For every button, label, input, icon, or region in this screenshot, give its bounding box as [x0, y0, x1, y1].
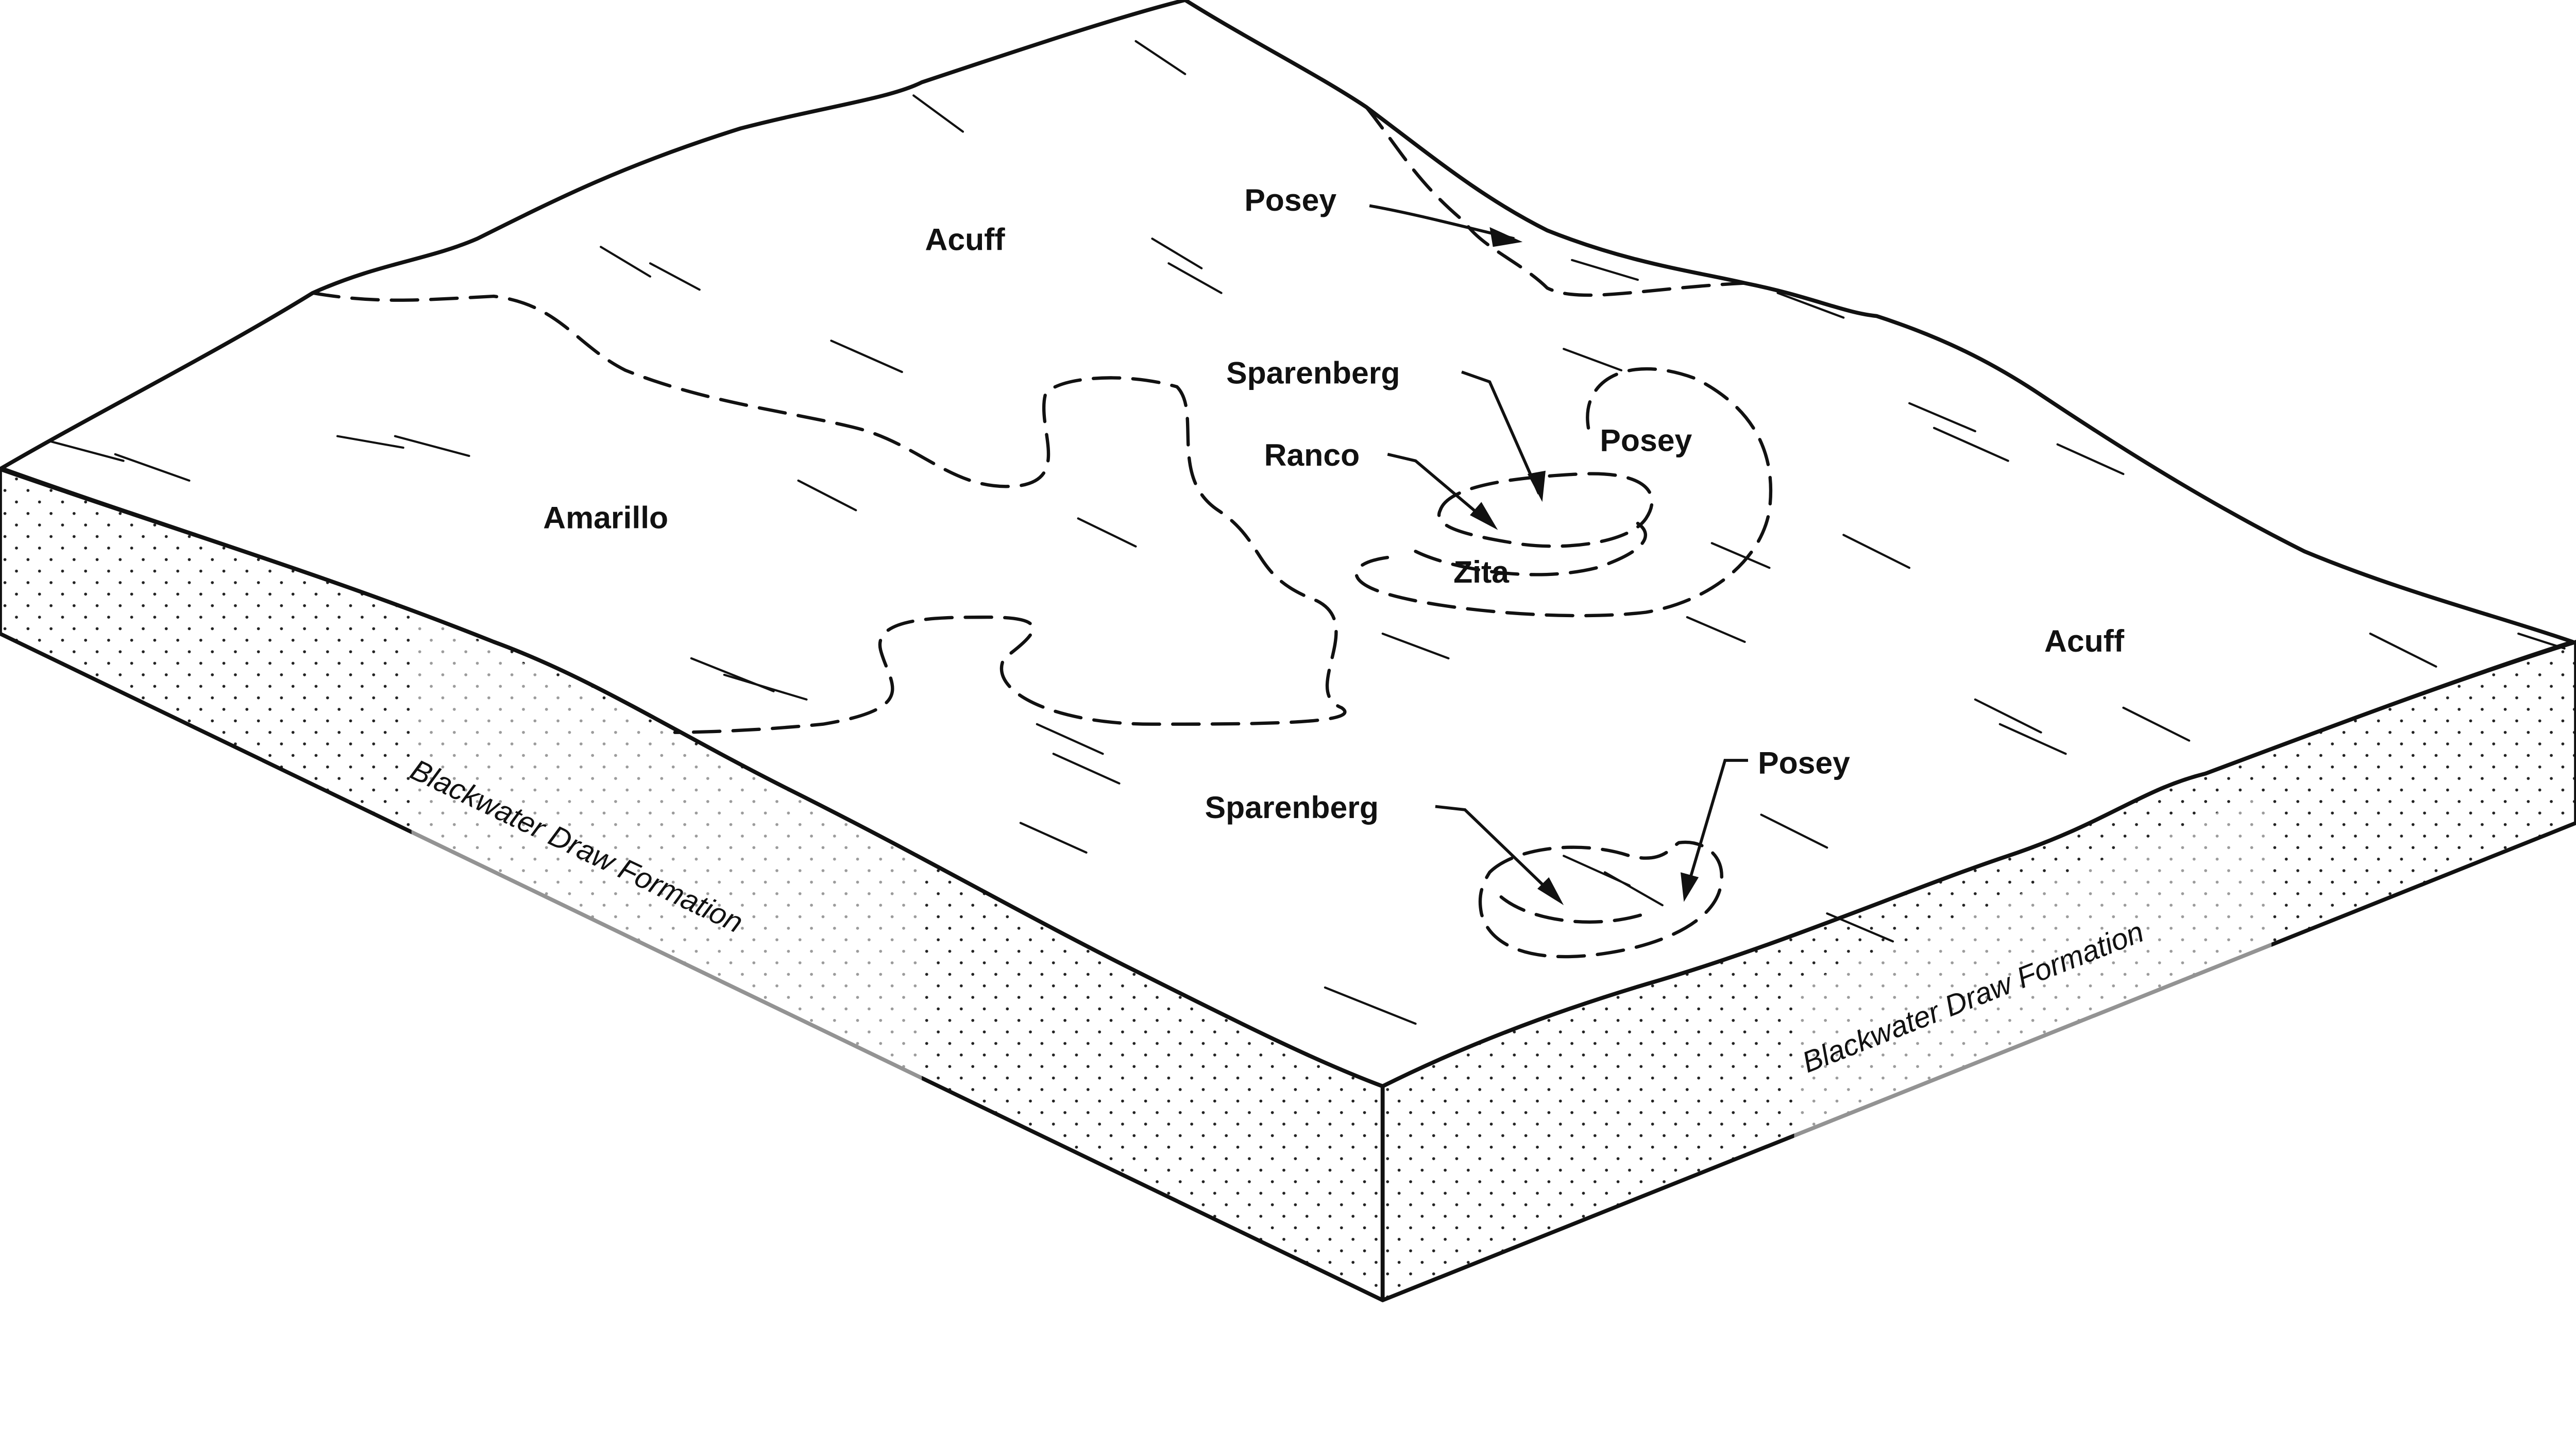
label-acuff-top: Acuff: [925, 222, 1006, 257]
sparenberg-bottom-inner: [1499, 895, 1648, 924]
amarillo-acuff-boundary: [311, 291, 1347, 734]
sparenberg-bottom-boundary: [1478, 840, 1723, 959]
label-amarillo: Amarillo: [543, 500, 668, 535]
top-surface: [0, 0, 2575, 1089]
right-face-mask: [1794, 790, 2272, 1177]
label-posey-top: Posey: [1244, 182, 1336, 217]
surface-texture: [48, 40, 2566, 1025]
label-sparenberg-mid: Sparenberg: [1226, 355, 1400, 390]
soil-block-diagram: Acuff Acuff Amarillo Posey Posey Posey S…: [0, 0, 2576, 1302]
left-face-mask: [411, 609, 922, 1152]
zita-boundary: [1414, 521, 1647, 576]
leader-arrows: [1369, 204, 1748, 906]
label-acuff-right: Acuff: [2044, 623, 2125, 658]
label-sparenberg-bottom: Sparenberg: [1205, 790, 1379, 825]
label-ranco: Ranco: [1264, 437, 1360, 472]
posey-mid-boundary: [1354, 367, 1773, 618]
ranco-zita-boundary: [1437, 472, 1654, 548]
posey-top-boundary: [1364, 105, 1747, 297]
label-posey-bottom: Posey: [1758, 745, 1850, 780]
label-posey-mid: Posey: [1600, 422, 1692, 457]
label-zita: Zita: [1453, 554, 1510, 589]
